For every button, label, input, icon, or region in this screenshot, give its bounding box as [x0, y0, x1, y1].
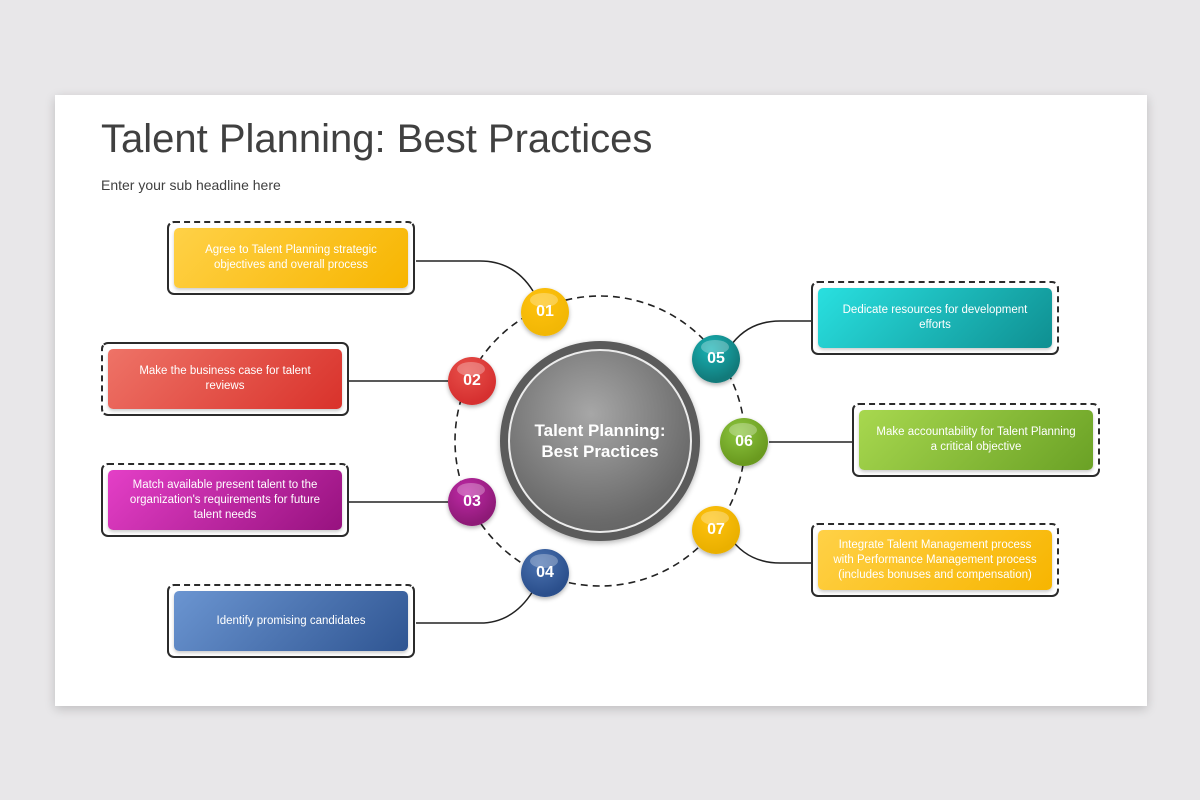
connector-05: [728, 320, 811, 349]
step-number-01: 01: [521, 288, 569, 336]
connector-01: [416, 260, 534, 292]
slide: Talent Planning: Best Practices Enter yo…: [55, 95, 1147, 706]
slide-subtitle: Enter your sub headline here: [101, 177, 281, 193]
hub-label: Talent Planning: Best Practices: [534, 421, 666, 461]
step-card-01: Agree to Talent Planning strategic objec…: [167, 221, 415, 295]
step-text-02: Make the business case for talent review…: [139, 365, 311, 392]
step-text-05: Dedicate resources for development effor…: [842, 304, 1028, 331]
step-card-02: Make the business case for talent review…: [101, 342, 349, 416]
connector-07: [728, 535, 811, 564]
step-number-06: 06: [720, 418, 768, 466]
step-card-06: Make accountability for Talent Planning …: [852, 403, 1100, 477]
step-card-05: Dedicate resources for development effor…: [811, 281, 1059, 355]
step-number-07: 07: [692, 506, 740, 554]
step-text-06: Make accountability for Talent Planning …: [876, 426, 1076, 453]
step-text-01: Agree to Talent Planning strategic objec…: [205, 244, 377, 271]
step-number-03: 03: [448, 478, 496, 526]
step-text-04: Identify promising candidates: [216, 614, 366, 627]
connector-04: [416, 590, 534, 624]
step-card-07: Integrate Talent Management process with…: [811, 523, 1059, 597]
step-card-03: Match available present talent to the or…: [101, 463, 349, 537]
step-text-03: Match available present talent to the or…: [129, 478, 321, 521]
step-number-05: 05: [692, 335, 740, 383]
slide-title: Talent Planning: Best Practices: [101, 117, 653, 161]
step-text-07: Integrate Talent Management process with…: [833, 538, 1037, 581]
step-number-02: 02: [448, 357, 496, 405]
step-number-04: 04: [521, 549, 569, 597]
step-card-04: Identify promising candidates: [167, 584, 415, 658]
central-hub: Talent Planning: Best Practices: [500, 341, 700, 541]
